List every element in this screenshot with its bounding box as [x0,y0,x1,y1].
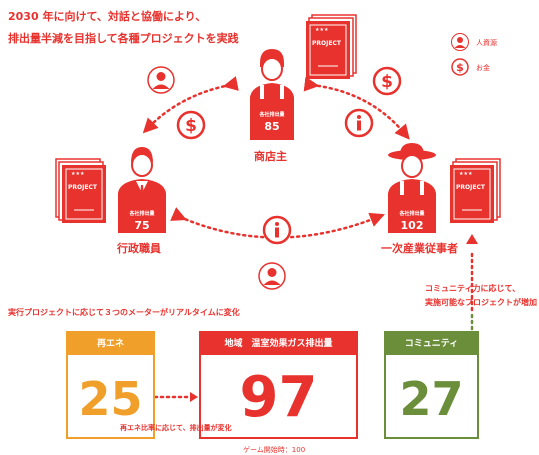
money-legend-icon: $ [451,58,469,76]
project-card-label: PROJECT [456,184,485,191]
emissions-meter-value: 97 [239,365,318,430]
merchant-emission-value: 85 [264,120,280,133]
government-badge-label: 各社排出量 [129,211,155,217]
community-meter-label: コミュニティ [386,333,477,355]
person-icon-top-left [147,66,175,94]
renewable-meter: 再エネ 25 [66,331,155,439]
project-stars: ★★★ [315,27,329,33]
project-stack-top: ★★★ PROJECT [304,14,358,80]
government-label: 行政職員 [117,242,161,255]
money-icon-left: $ [176,110,206,140]
merchant-figure: 各社排出量 85 [244,45,300,145]
info-icon-bottom [262,215,292,245]
merchant-badge-label: 各社排出量 [259,112,285,118]
renewable-meter-label: 再エネ [68,333,153,355]
meters-intro-note: 実行プロジェクトに応じて３つのメーターがリアルタイムに変化 [8,308,240,317]
title-line-1: 2030 年に向けて、対話と協働により、 [8,10,207,23]
renewable-effect-note: 再エネ比率に応じて、排出量が変化 [120,424,232,432]
farmer-emission-value: 102 [400,219,424,232]
person-icon-bottom [258,262,286,290]
game-start-note: ゲーム開始時：100 [243,446,306,454]
svg-text:$: $ [456,61,464,74]
community-note-line-1: コミュニティ力に応じて、 [425,284,521,293]
project-stars: ★★★ [459,171,473,177]
money-icon-right: $ [372,66,402,96]
renewable-meter-value: 25 [78,372,143,426]
farmer-figure: 各社排出量 102 [382,141,442,235]
svg-text:$: $ [185,116,197,136]
person-legend-label: 人資源 [476,39,497,47]
project-stack-left: ★★★ PROJECT [55,158,109,224]
project-card-label: PROJECT [312,40,341,47]
person-legend-icon [451,33,469,51]
project-stars: ★★★ [71,171,85,177]
emissions-meter: 地域 温室効果ガス排出量 97 [199,331,358,439]
farmer-label: 一次産業従事者 [381,242,458,255]
community-meter: コミュニティ 27 [384,331,479,439]
community-note-line-2: 実施可能なプロジェクトが増加 [425,298,537,307]
merchant-label: 商店主 [254,150,287,163]
project-card-label: PROJECT [68,184,97,191]
info-icon-right [344,108,374,138]
government-emission-value: 75 [134,219,150,232]
money-legend-label: お金 [476,64,490,72]
svg-text:$: $ [381,72,393,92]
farmer-badge-label: 各社排出量 [399,211,425,217]
community-meter-value: 27 [399,372,464,426]
emissions-meter-label: 地域 温室効果ガス排出量 [201,333,356,355]
government-figure: 各社排出量 75 [114,143,170,235]
project-stack-right: ★★★ PROJECT [448,158,502,224]
title-line-2: 排出量半減を目指して各種プロジェクトを実践 [8,32,239,45]
